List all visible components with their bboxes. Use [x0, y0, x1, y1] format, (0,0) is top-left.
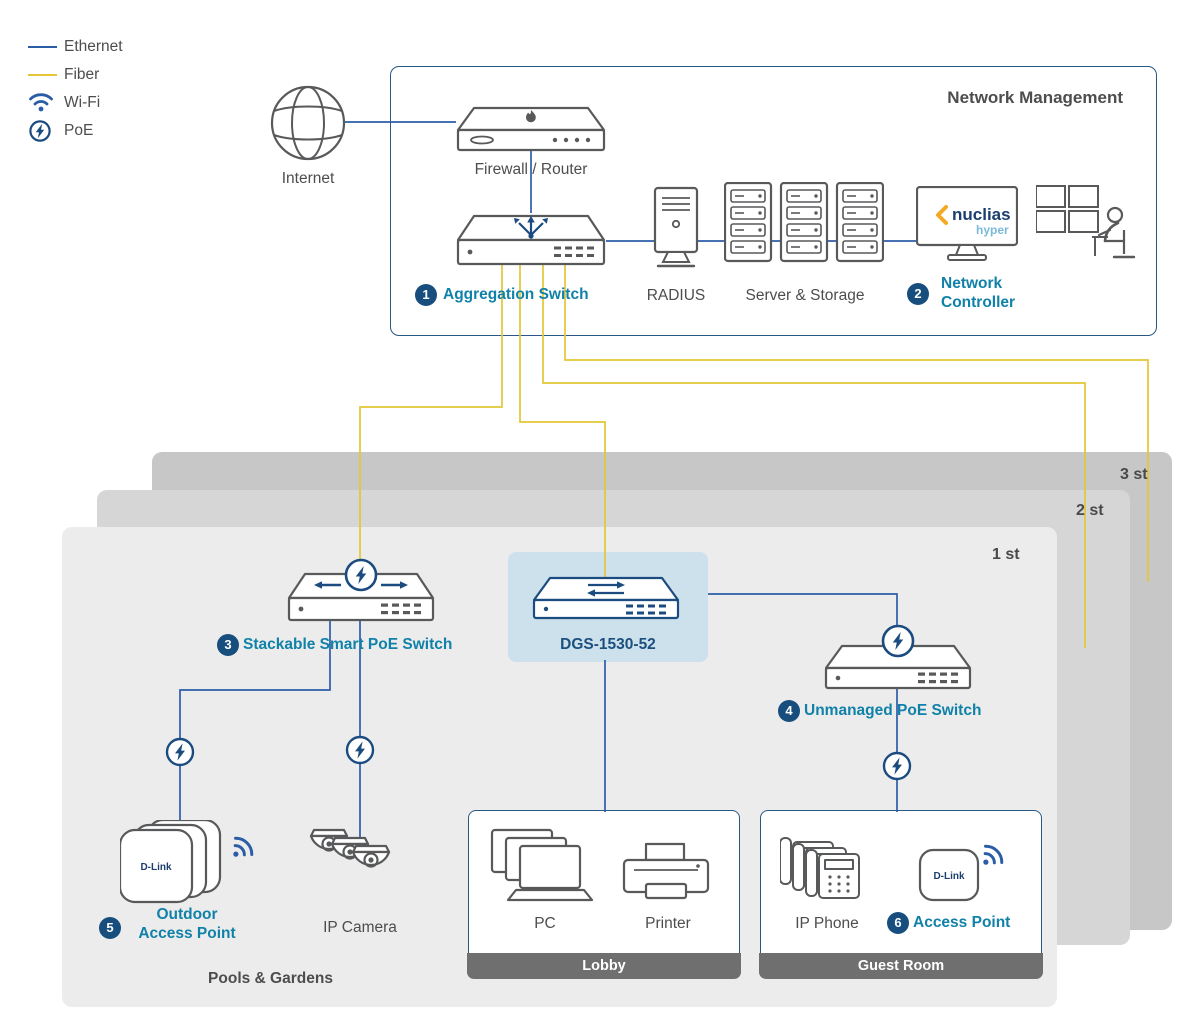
step-badge-5: 5 [99, 917, 121, 939]
nuclias-brand: nuclias [952, 205, 1011, 224]
outdoor-access-point-icon: D-Link [120, 820, 222, 904]
step-badge-2: 2 [907, 283, 929, 305]
poe-icon [28, 119, 64, 143]
ip-phone-label: IP Phone [795, 915, 859, 932]
poe-icon [882, 751, 912, 781]
pc-label: PC [534, 915, 556, 932]
legend-wifi: Wi-Fi [28, 92, 123, 113]
radius-server-icon [653, 186, 699, 268]
legend-label: Ethernet [64, 37, 123, 55]
guest-room-footer: Guest Room [759, 952, 1043, 979]
nuclias-sub: hyper [976, 223, 1009, 237]
internet-label: Internet [281, 170, 335, 187]
legend: Ethernet Fiber Wi-Fi [28, 36, 123, 148]
legend-poe: PoE [28, 119, 123, 143]
wifi-icon [233, 836, 254, 857]
wifi-icon [28, 92, 64, 113]
aggregation-switch-label: Aggregation Switch [443, 286, 589, 303]
firewall-label: Firewall / Router [474, 161, 588, 178]
pc-icon [490, 828, 594, 902]
legend-fiber: Fiber [28, 64, 123, 85]
guest-room: Guest Room [759, 810, 1043, 979]
server-storage-label: Server & Storage [745, 287, 865, 304]
poe-icon [165, 737, 195, 767]
poe-icon [345, 735, 375, 765]
dlink-brand: D-Link [140, 862, 172, 873]
ip-camera-icon [309, 828, 391, 868]
poe-line-badges [165, 735, 912, 781]
network-controller-label-line1: Network [941, 275, 1003, 292]
guest-ap-label: Access Point [913, 914, 1011, 931]
unmanaged-poe-switch-icon [824, 624, 972, 690]
lobby-footer: Lobby [467, 952, 741, 979]
operator-workstation-icon [1036, 185, 1136, 259]
aggregation-switch-icon [456, 214, 606, 266]
legend-label: PoE [64, 121, 94, 139]
pools-gardens-label: Pools & Gardens [208, 970, 333, 987]
unmanaged-switch-label: Unmanaged PoE Switch [804, 702, 982, 719]
step-badge-6: 6 [887, 912, 909, 934]
ethernet-line-icon [28, 45, 64, 48]
internet-globe-icon [270, 85, 346, 161]
nm-title: Network Management [947, 88, 1123, 107]
step-badge-1: 1 [415, 284, 437, 306]
server-storage-icon [724, 182, 884, 263]
network-controller-label-line2: Controller [941, 294, 1016, 311]
stackable-poe-switch-icon [287, 558, 435, 622]
nuclias-chevron-icon [936, 205, 948, 225]
outdoor-ap-label-line1: Outdoor [156, 906, 218, 923]
ip-camera-label: IP Camera [323, 919, 397, 936]
legend-label: Wi-Fi [64, 93, 101, 111]
fiber-lines [359, 256, 1149, 648]
step-badge-3: 3 [217, 634, 239, 656]
dlink-brand: D-Link [933, 871, 965, 882]
floor-2-label: 2 st [1076, 502, 1104, 519]
floor-1-label: 1 st [992, 546, 1020, 563]
dgs-1530-52-switch-icon [532, 576, 680, 620]
ip-phone-icon [780, 837, 860, 899]
stackable-switch-label: Stackable Smart PoE Switch [243, 636, 453, 653]
guest-access-point-icon: D-Link [918, 848, 980, 902]
step-badge-4: 4 [778, 700, 800, 722]
printer-icon [622, 842, 710, 900]
nuclias-monitor-icon: nuclias hyper [916, 186, 1018, 261]
wifi-icon [983, 844, 1004, 865]
legend-label: Fiber [64, 65, 100, 83]
floor-3-label: 3 st [1120, 466, 1148, 483]
radius-label: RADIUS [646, 287, 706, 304]
firewall-router-icon [456, 106, 606, 152]
printer-label: Printer [645, 915, 691, 932]
fiber-line-icon [28, 73, 64, 76]
legend-ethernet: Ethernet [28, 36, 123, 57]
outdoor-ap-label-line2: Access Point [138, 925, 236, 942]
dgs-label: DGS-1530-52 [560, 636, 656, 653]
